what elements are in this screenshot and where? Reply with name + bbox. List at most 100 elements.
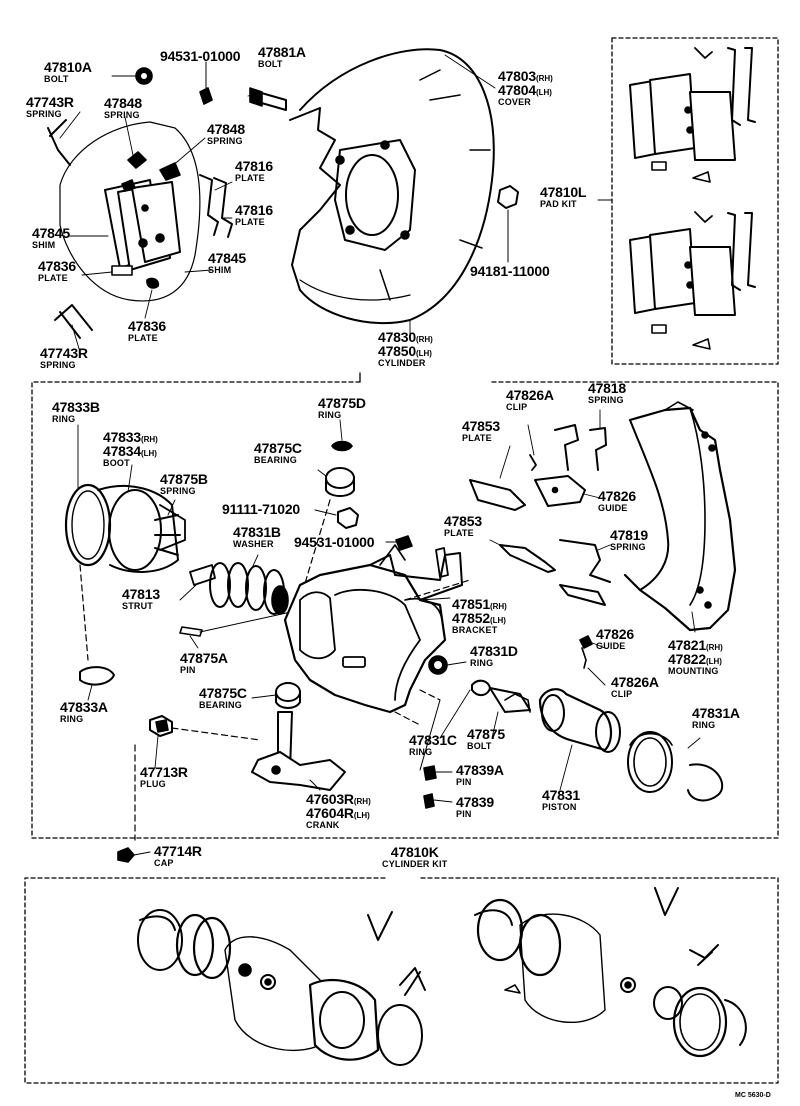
part-number: 47853: [444, 513, 482, 529]
cylinder-body: [285, 565, 470, 725]
diagram-code: MC 5630-D: [735, 1092, 771, 1099]
cylinder-kit-box: [25, 878, 778, 1083]
boot-and-ring: [66, 485, 185, 685]
callout-94531-01000-lower: 94531-01000: [294, 535, 375, 549]
part-number: 47826A: [506, 387, 554, 403]
part-name: CYLINDER: [378, 358, 426, 368]
part-name: SPRING: [207, 136, 243, 146]
part-name: RING: [60, 714, 84, 724]
part-number: 47851(RH): [452, 596, 507, 612]
part-number: 47743R: [26, 94, 74, 110]
part-number: 47810L: [540, 184, 587, 200]
part-name: PLATE: [38, 273, 68, 283]
part-name: BEARING: [199, 700, 242, 710]
part-name: GUIDE: [598, 503, 628, 513]
part-name: RING: [692, 720, 716, 730]
part-name: PLATE: [235, 173, 265, 183]
piston-parts: [420, 656, 722, 800]
part-name: SPRING: [610, 542, 646, 552]
part-number: 47853: [462, 418, 500, 434]
callout-47851-47852: 47851(RH)47852(LH)BRACKET: [452, 597, 507, 635]
callout-91111-71020: 91111-71020: [222, 502, 300, 516]
part-number: 47845: [208, 250, 246, 266]
part-name: MOUNTING: [668, 666, 719, 676]
part-number: 47833B: [52, 399, 100, 415]
part-name: WASHER: [233, 539, 274, 549]
part-number: 47839: [456, 794, 494, 810]
callout-47603R-47604R: 47603R(RH)47604R(LH)CRANK: [306, 792, 371, 830]
callout-94531-01000-upper: 94531-01000: [160, 48, 241, 64]
part-number: 47810A: [44, 59, 92, 75]
part-number: 94181-11000: [470, 263, 550, 279]
part-number: 47875B: [160, 471, 208, 487]
part-name: SPRING: [26, 109, 62, 119]
part-name: RING: [318, 410, 342, 420]
part-name: CLIP: [611, 689, 633, 699]
part-number: 47839A: [456, 762, 504, 778]
part-number: 47845: [32, 225, 70, 241]
cylinder-assembly-box: [32, 373, 778, 838]
dust-cover: [290, 49, 494, 323]
part-number: 47826A: [611, 674, 659, 690]
part-name: PIN: [456, 777, 472, 787]
part-name: PAD KIT: [540, 199, 577, 209]
part-name: PLATE: [462, 433, 492, 443]
part-number: 91111-71020: [222, 501, 301, 517]
part-number: 47816: [235, 202, 273, 218]
part-name: GUIDE: [596, 641, 626, 651]
callout-47830-47850: 47830(RH)47850(LH)CYLINDER: [378, 330, 433, 368]
washer-stack: [180, 563, 330, 636]
part-number: 47818: [588, 380, 626, 396]
bearing-parts: [300, 442, 412, 601]
part-name: BEARING: [254, 455, 297, 465]
part-name: RING: [52, 414, 76, 424]
part-number: 47831D: [470, 643, 518, 659]
part-number: 47875C: [199, 685, 247, 701]
part-name: BOLT: [44, 74, 69, 84]
part-name: COVER: [498, 97, 532, 107]
part-number: 47816: [235, 158, 273, 174]
part-number: 47875A: [180, 650, 228, 666]
part-name: CAP: [154, 858, 174, 868]
part-number: 47743R: [40, 345, 88, 361]
clips-and-plates: [470, 425, 610, 668]
part-number: 47826: [596, 626, 634, 642]
part-number: 47848: [207, 121, 245, 137]
crank-and-plug: [118, 683, 436, 862]
part-number: 47836: [128, 318, 166, 334]
part-name: BOLT: [467, 741, 492, 751]
part-number: 47833A: [60, 699, 108, 715]
cylinder-kit-contents: [138, 888, 746, 1065]
part-name: BRACKET: [452, 625, 498, 635]
part-name: PIN: [456, 809, 472, 819]
part-number: 47850(LH): [378, 343, 432, 359]
part-number: 47834(LH): [103, 443, 157, 459]
part-number: 94531-01000: [160, 48, 241, 64]
caliper-pad-assembly: [48, 120, 232, 338]
part-name: CYLINDER KIT: [382, 859, 448, 869]
part-name: SPRING: [40, 360, 76, 370]
part-name: CRANK: [306, 820, 340, 830]
